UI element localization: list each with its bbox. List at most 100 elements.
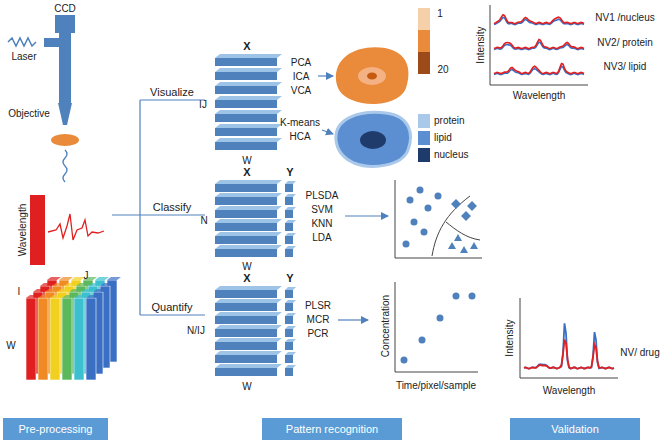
label: J (84, 270, 89, 281)
cube-top (76, 283, 90, 286)
y-cell (285, 197, 293, 205)
slab (215, 236, 277, 244)
label: Objective (8, 108, 50, 119)
y-cell-top (285, 220, 296, 223)
label: Visualize (150, 86, 194, 98)
y-cell-top (285, 246, 296, 249)
slab (215, 210, 277, 218)
drug-spectrum (524, 323, 614, 368)
plot-axes (490, 5, 588, 85)
y-cell-top (285, 352, 296, 355)
label: Laser (11, 51, 36, 62)
laser-beam (8, 38, 36, 46)
class-dot (417, 187, 424, 194)
slab-top (215, 124, 282, 128)
cube-top (69, 289, 83, 292)
scatter-points (403, 187, 479, 254)
slab-top (215, 138, 282, 142)
cube-top (33, 289, 47, 292)
class-dot (403, 241, 410, 248)
slab-top (215, 206, 282, 210)
slab-top (215, 82, 282, 86)
label: Intensity (504, 319, 515, 356)
cube-top (26, 295, 40, 298)
label: Wavelength (17, 204, 28, 256)
stage-text: Validation (551, 423, 599, 435)
spectrum-line (494, 64, 584, 74)
orange-cell (336, 47, 409, 104)
spectra (494, 15, 584, 75)
slab-top (215, 364, 282, 368)
class-dot (411, 219, 418, 226)
spectrum-line (524, 340, 614, 369)
arrow (322, 130, 333, 134)
label: VCA (291, 85, 312, 96)
label: ICA (293, 71, 310, 82)
label: Y (286, 272, 293, 284)
y-cell-top (285, 207, 296, 210)
slab-top (215, 219, 282, 223)
spectrum-line (494, 40, 584, 49)
spectrum-line (524, 323, 614, 368)
label: Wavelength (543, 385, 595, 396)
class-triangle (454, 234, 462, 241)
cube-top (71, 277, 85, 280)
label: Time/pixel/sample (396, 380, 476, 391)
slab (215, 316, 277, 324)
cell-nucleus (360, 131, 386, 149)
slab-top (215, 232, 282, 236)
cube-top (52, 283, 66, 286)
tree-bracket (112, 100, 205, 315)
slab (215, 86, 277, 94)
y-cell-top (285, 181, 296, 184)
plot-axes (520, 298, 618, 378)
y-cell-top (285, 194, 296, 197)
stage-band: Pattern recognition (262, 418, 402, 440)
label: X (243, 272, 250, 284)
cube-top (62, 295, 76, 298)
class-dot (435, 193, 442, 200)
class-triangle (460, 246, 468, 253)
class-diamond (461, 211, 471, 221)
colorbar (418, 8, 430, 30)
y-cell-top (285, 233, 296, 236)
ccd-box (55, 15, 75, 33)
y-cell-top (285, 339, 296, 342)
slab (215, 58, 277, 66)
slab-top (215, 193, 282, 197)
label: MCR (307, 314, 330, 325)
slab (215, 184, 277, 192)
cell-nucleus (358, 67, 386, 85)
slab (215, 329, 277, 337)
label: NV/ drug (620, 347, 659, 358)
label: W (242, 261, 251, 272)
sample-cell (51, 134, 79, 146)
slab-top (215, 54, 282, 58)
slab-top (215, 68, 282, 72)
label: PLSR (305, 300, 331, 311)
label: N (200, 215, 207, 226)
colorbar (418, 52, 430, 74)
label: NV2/ protein (597, 37, 653, 48)
label: W (6, 340, 15, 351)
y-cell (285, 236, 293, 244)
colorbar (418, 30, 430, 52)
slab (215, 342, 277, 350)
cube-top (47, 277, 61, 280)
class-diamond (451, 199, 461, 209)
y-cell (285, 355, 293, 363)
wavelength-bar (30, 195, 45, 265)
label: PLSDA (306, 190, 339, 201)
cube-top (59, 277, 73, 280)
arrow (338, 319, 368, 320)
label: Intensity (475, 26, 486, 63)
cube-column (38, 298, 48, 380)
y-cell (285, 184, 293, 192)
cube-top (50, 295, 64, 298)
label: 20 (437, 64, 448, 75)
class-dot (421, 229, 428, 236)
cube-column (26, 298, 36, 380)
slab-top (215, 338, 282, 342)
y-cell (285, 223, 293, 231)
cube-top (93, 289, 107, 292)
